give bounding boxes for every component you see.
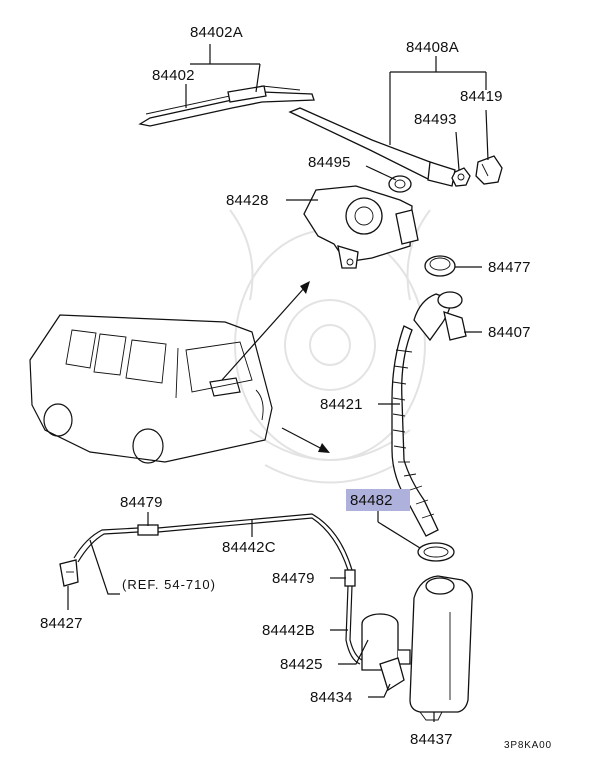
callout-84442C[interactable]: 84442C <box>222 539 276 556</box>
callout-84493[interactable]: 84493 <box>414 111 457 128</box>
callout-84427[interactable]: 84427 <box>40 615 83 632</box>
callout-84402A[interactable]: 84402A <box>190 24 243 41</box>
callout-84434[interactable]: 84434 <box>310 689 353 706</box>
washer-hose-lines <box>73 513 363 665</box>
reference-note: (REF. 54-710) <box>122 577 216 592</box>
callout-84495[interactable]: 84495 <box>308 154 351 171</box>
leader-lines <box>67 44 489 722</box>
washer-tank <box>409 575 473 721</box>
callout-84479-upper[interactable]: 84479 <box>120 494 163 511</box>
callout-84425[interactable]: 84425 <box>280 656 323 673</box>
callout-84402[interactable]: 84402 <box>152 67 195 84</box>
callout-84477[interactable]: 84477 <box>488 259 531 276</box>
pointer-arrows <box>221 281 330 453</box>
callout-84442B[interactable]: 84442B <box>262 622 315 639</box>
callout-84437[interactable]: 84437 <box>410 731 453 748</box>
motor-grommet-tank <box>379 657 405 691</box>
motor-grommet <box>388 175 412 193</box>
hose-clamp <box>417 542 455 562</box>
highlight-box <box>346 489 410 511</box>
callout-84419[interactable]: 84419 <box>460 88 503 105</box>
callout-84428[interactable]: 84428 <box>226 192 269 209</box>
wiper-arm-nut <box>451 167 471 187</box>
filler-neck <box>413 291 467 342</box>
washer-motor <box>361 613 411 671</box>
filler-hose <box>391 325 439 537</box>
figure-code: 3P8KA00 <box>504 740 552 751</box>
callout-84407[interactable]: 84407 <box>488 324 531 341</box>
washer-nozzle <box>59 559 79 587</box>
filler-cap <box>424 255 456 277</box>
callout-84482[interactable]: 84482 <box>350 492 393 509</box>
wiper-arm-cap <box>475 155 503 185</box>
wiper-blade <box>138 85 315 127</box>
vehicle-outline <box>29 314 273 464</box>
callout-84408A[interactable]: 84408A <box>406 39 459 56</box>
callout-84479-lower[interactable]: 84479 <box>272 570 315 587</box>
wiper-motor <box>303 185 419 269</box>
callout-84421[interactable]: 84421 <box>320 396 363 413</box>
wiper-arm <box>288 107 456 187</box>
